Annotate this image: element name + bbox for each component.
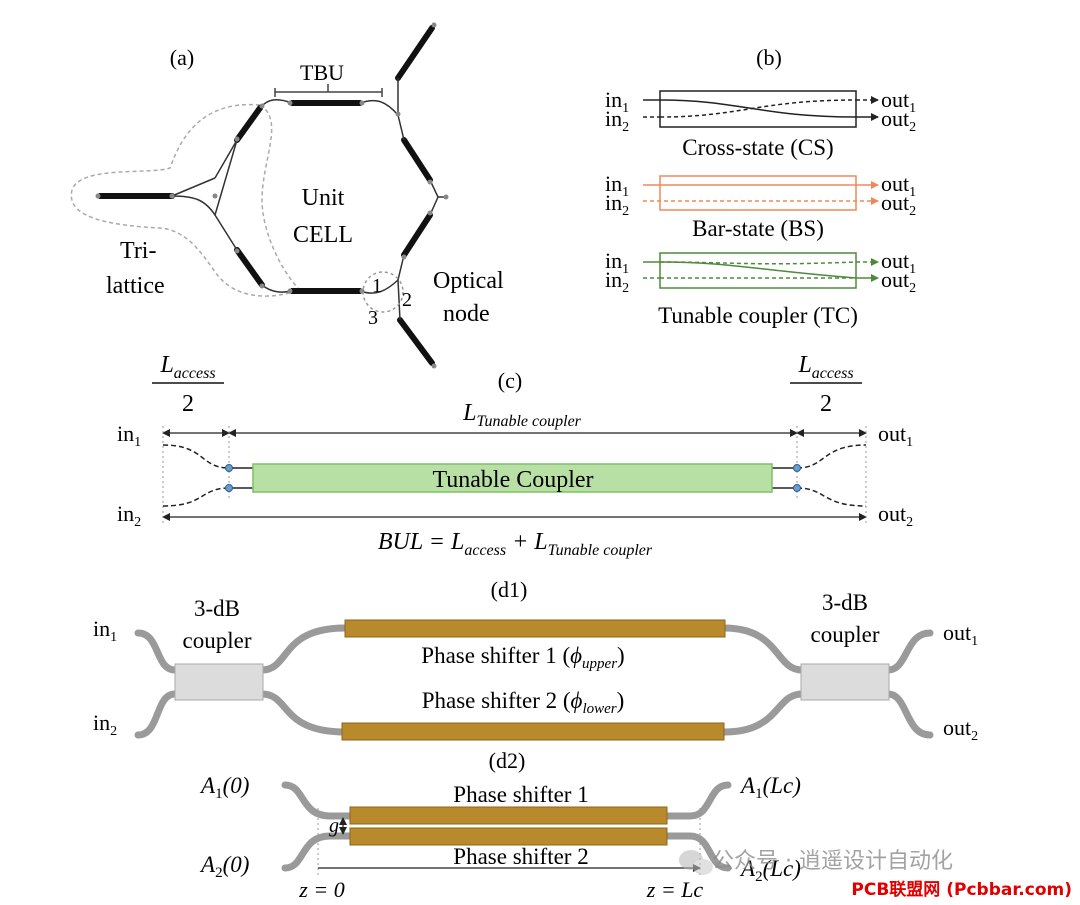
tunable-coupler-box: [252, 463, 773, 493]
tc-caption: Tunable coupler (TC): [658, 303, 858, 328]
d2-ps1-label: Phase shifter 1: [453, 782, 588, 807]
unit-cell-label-line2: CELL: [293, 222, 353, 248]
tbu-label: TBU: [300, 60, 344, 85]
panel-c-label: (c): [498, 368, 522, 393]
d2-a2-right: A2(Lc): [739, 856, 801, 885]
c-out1: out1: [878, 421, 913, 450]
laccess-left-numerator: Laccess: [159, 352, 215, 382]
optical-node-label-line2: node: [443, 301, 490, 327]
d1-coupler-right-line2: coupler: [811, 622, 880, 647]
d2-waveguides: [281, 781, 732, 872]
tunable-coupler-text: Tunable Coupler: [432, 467, 593, 493]
phase-shifter-2-label: Phase shifter 2 (ϕlower): [422, 688, 625, 717]
d2-a1-right: A1(Lc): [739, 773, 801, 802]
d1-out2: out2: [943, 715, 978, 744]
trilattice-label-line2: lattice: [106, 273, 165, 299]
trilattice-label-line1: Tri-: [120, 238, 156, 264]
hexagon-unit-cell: [97, 25, 435, 366]
laccess-right-numerator: Laccess: [797, 352, 853, 382]
d2-z0-label: z = 0: [298, 877, 344, 902]
bs-in1: in1: [605, 171, 629, 200]
bs-in2: in2: [605, 190, 629, 219]
d1-waveguides: [134, 624, 934, 739]
access-waveguides: [162, 444, 867, 507]
panel-c: (c) Laccess 2 Laccess 2 LTunable coupler: [117, 352, 913, 559]
phase-shifter-1-label: Phase shifter 1 (ϕupper): [421, 643, 624, 672]
laccess-left-denominator: 2: [182, 391, 194, 417]
bul-equation: BUL = Laccess + LTunable coupler: [378, 529, 653, 559]
c-in1: in1: [117, 421, 141, 450]
wechat-icon: [679, 850, 713, 875]
node-port-1: 1: [372, 275, 382, 297]
site-watermark-text: PCB联盟网 (Pcbbar.com): [851, 880, 1072, 900]
phase-shifter-upper: [344, 619, 726, 638]
c-in2: in2: [117, 501, 141, 530]
tunable-coupler-state-diagram: [643, 252, 879, 289]
d2-gap-label: g: [329, 815, 339, 837]
tc-in2: in2: [605, 267, 629, 296]
cs-caption: Cross-state (CS): [682, 135, 833, 160]
d1-coupler-right: [800, 663, 890, 701]
panel-d2: (d2) g Phase shifter 1 Phase shifter 2 A…: [199, 748, 801, 902]
coupler-nodes: [225, 464, 801, 492]
watermark: 公众号 · 逍遥设计自动化 PCB联盟网 (Pcbbar.com): [679, 849, 1072, 900]
panel-a: (a) TBU: [70, 22, 504, 369]
cross-state-diagram: [643, 90, 879, 128]
panel-a-label: (a): [170, 45, 194, 70]
bs-out2: out2: [881, 190, 916, 219]
d2-zlc-label: z = Lc: [646, 877, 704, 902]
wechat-watermark-text: 公众号 · 逍遥设计自动化: [712, 849, 953, 874]
d1-in2: in2: [93, 710, 117, 739]
bar-state-diagram: [643, 175, 879, 211]
trilattice-outline: [70, 103, 302, 297]
ltc-label: LTunable coupler: [462, 400, 582, 430]
hexagon-node-dots: [95, 22, 449, 369]
d1-coupler-right-line1: 3-dB: [822, 590, 868, 615]
bs-out1: out1: [881, 171, 916, 200]
node-port-3: 3: [368, 307, 378, 329]
cs-out2: out2: [881, 106, 916, 135]
d1-coupler-left: [174, 663, 264, 701]
d2-phase-shifter-1: [349, 806, 668, 825]
c-out2: out2: [878, 501, 913, 530]
bs-caption: Bar-state (BS): [692, 216, 824, 241]
d2-ps2-label: Phase shifter 2: [453, 844, 588, 869]
cs-out1: out1: [881, 87, 916, 116]
panel-d1-label: (d1): [491, 577, 528, 602]
tbu-bracket: [274, 84, 383, 97]
tc-out2: out2: [881, 267, 916, 296]
d1-coupler-left-line1: 3-dB: [194, 596, 240, 621]
d1-coupler-left-line2: coupler: [183, 628, 252, 653]
cs-in2: in2: [605, 106, 629, 135]
optical-node-circle: [362, 271, 404, 313]
tc-in1: in1: [605, 248, 629, 277]
panel-b-label: (b): [756, 45, 782, 70]
node-port-2: 2: [402, 289, 412, 311]
tc-out1: out1: [881, 248, 916, 277]
panel-d2-label: (d2): [489, 748, 526, 773]
laccess-right-denominator: 2: [820, 391, 832, 417]
unit-cell-label-line1: Unit: [302, 185, 345, 211]
panel-d1: (d1) 3-dB coupler 3-dB coupler in1 in2 o…: [93, 577, 978, 744]
d1-in1: in1: [93, 616, 117, 645]
d2-a1-left: A1(0): [199, 773, 249, 802]
phase-shifter-lower: [341, 722, 725, 741]
optical-node-label-line1: Optical: [433, 268, 504, 294]
d2-a2-left: A2(0): [199, 852, 249, 881]
d2-phase-shifter-2: [349, 827, 668, 846]
cs-in1: in1: [605, 87, 629, 116]
d1-out1: out1: [943, 620, 978, 649]
panel-b: (b) in1 in2 out1 out2 Cross-state (CS) i…: [605, 45, 916, 328]
